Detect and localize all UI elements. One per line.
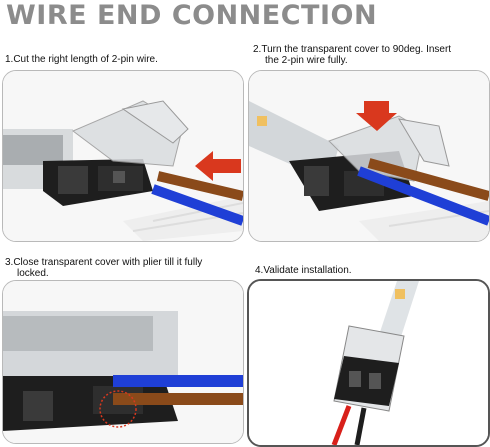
page-title: WIRE END CONNECTION <box>6 0 377 31</box>
step-3-caption: 3.Close transparent cover with plier til… <box>5 257 202 279</box>
step-2-line-2: the 2-pin wire fully. <box>253 55 451 66</box>
step-3-line-2: locked. <box>5 268 202 279</box>
step-4-caption: 4.Validate installation. <box>255 265 352 276</box>
step-1-panel <box>2 70 244 242</box>
step-3-illustration <box>3 281 243 443</box>
step-1-caption: 1.Cut the right length of 2-pin wire. <box>5 54 158 65</box>
step-2-caption: 2.Turn the transparent cover to 90deg. I… <box>253 44 451 66</box>
step-3-panel <box>2 280 244 444</box>
step-1-illustration <box>3 71 243 241</box>
step-2-illustration <box>249 71 489 241</box>
step-3-line-1: 3.Close transparent cover with plier til… <box>5 257 202 268</box>
connector-base <box>334 356 399 406</box>
step-4-illustration <box>249 281 488 445</box>
step-1-line-1: 1.Cut the right length of 2-pin wire. <box>5 54 158 65</box>
step-4-panel <box>247 279 490 447</box>
step-2-line-1: 2.Turn the transparent cover to 90deg. I… <box>253 44 451 55</box>
step-4-line-1: 4.Validate installation. <box>255 265 352 276</box>
step-2-panel <box>248 70 490 242</box>
